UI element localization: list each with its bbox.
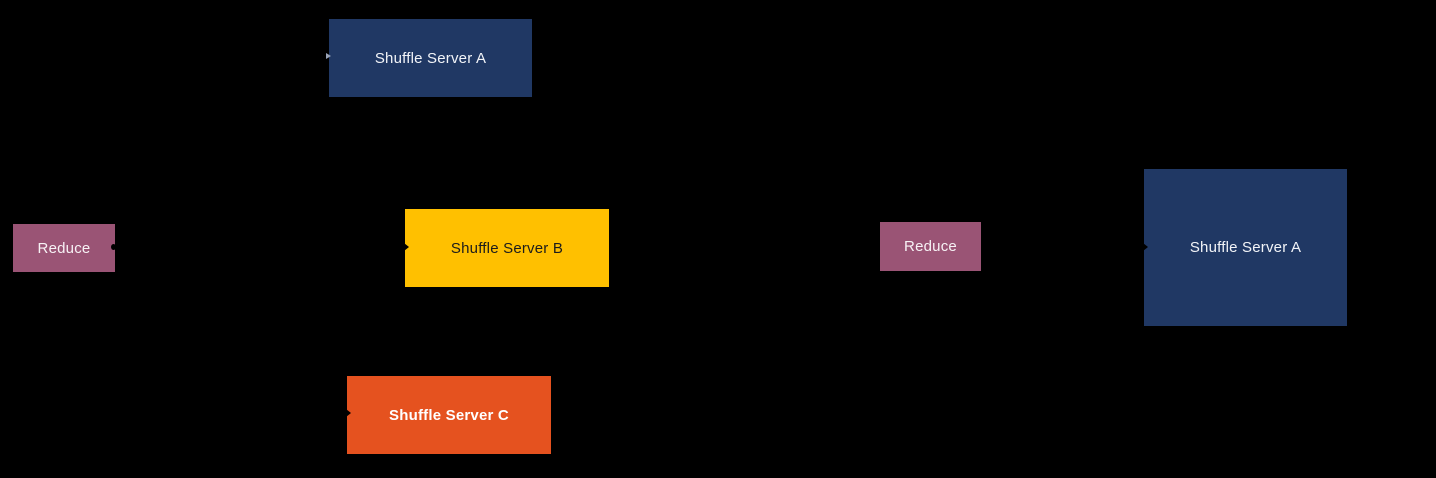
arrowhead-tip-icon [404, 243, 409, 251]
node-shuffle-server-b: Shuffle Server B [405, 209, 609, 287]
arrowhead-tip-icon [326, 53, 331, 59]
node-reduce-left: Reduce [13, 224, 115, 272]
node-reduce-right: Reduce [880, 222, 981, 271]
node-shuffle-server-a-right: Shuffle Server A [1144, 169, 1347, 326]
arrowhead-tip-icon [346, 409, 351, 417]
node-shuffle-server-b-label: Shuffle Server B [450, 239, 564, 257]
node-reduce-left-label: Reduce [37, 239, 91, 257]
node-shuffle-server-c-label: Shuffle Server C [389, 406, 509, 424]
connector-end-dot-icon [111, 244, 116, 250]
node-shuffle-server-a-top-label: Shuffle Server A [374, 49, 487, 67]
node-shuffle-server-c: Shuffle Server C [347, 376, 551, 454]
node-shuffle-server-a-right-label: Shuffle Server A [1189, 239, 1302, 256]
node-shuffle-server-a-top: Shuffle Server A [329, 19, 532, 97]
arrowhead-tip-icon [1143, 243, 1148, 251]
node-reduce-right-label: Reduce [904, 238, 957, 255]
